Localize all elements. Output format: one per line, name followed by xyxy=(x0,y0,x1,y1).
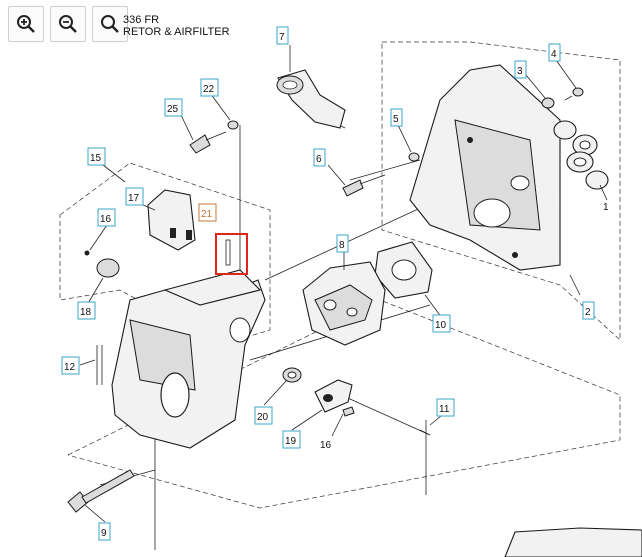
callout-5[interactable]: 5 xyxy=(390,108,403,127)
callout-9[interactable]: 9 xyxy=(98,522,111,541)
svg-text:10: 10 xyxy=(435,320,447,331)
callout-11[interactable]: 11 xyxy=(436,398,455,417)
part-screw-4 xyxy=(564,87,584,101)
svg-text:18: 18 xyxy=(80,307,92,318)
label-16-bottom[interactable]: 16 xyxy=(320,440,332,451)
zoom-out-button[interactable] xyxy=(50,6,86,42)
callout-3[interactable]: 3 xyxy=(514,60,527,79)
part-nut-3 xyxy=(541,97,555,109)
callout-17[interactable]: 17 xyxy=(125,187,144,206)
callout-6[interactable]: 6 xyxy=(313,148,326,167)
part-wire-11 xyxy=(419,420,431,495)
part-washer-22 xyxy=(227,120,239,130)
part-clip-12 xyxy=(96,345,103,385)
callout-16-top[interactable]: 16 xyxy=(97,208,116,227)
svg-text:2: 2 xyxy=(585,307,591,318)
callout-4[interactable]: 4 xyxy=(548,43,561,62)
leader-lines xyxy=(79,45,608,523)
callout-2[interactable]: 2 xyxy=(582,301,595,320)
zoom-out-icon xyxy=(59,15,77,33)
title-line-1: 336 FR xyxy=(123,14,160,26)
svg-text:20: 20 xyxy=(257,412,269,423)
part-gasket-10 xyxy=(374,241,433,299)
callout-25[interactable]: 25 xyxy=(164,98,183,117)
label-1[interactable]: 1 xyxy=(603,202,609,213)
svg-text:16: 16 xyxy=(320,440,332,451)
svg-text:5: 5 xyxy=(393,114,399,125)
svg-text:11: 11 xyxy=(439,404,450,415)
svg-text:21: 21 xyxy=(201,209,213,220)
svg-text:9: 9 xyxy=(101,528,107,539)
title-line-2: RETOR & AIRFILTER xyxy=(123,26,230,38)
zoom-in-button[interactable] xyxy=(8,6,44,42)
svg-text:17: 17 xyxy=(128,193,140,204)
callout-20[interactable]: 20 xyxy=(254,406,273,425)
callout-18[interactable]: 18 xyxy=(77,301,96,320)
part-washer-5 xyxy=(408,152,420,162)
part-airfilter-housing xyxy=(111,269,266,449)
part-21 xyxy=(225,239,231,266)
part-screw-6 xyxy=(342,174,386,197)
svg-text:4: 4 xyxy=(551,49,557,60)
part-rings xyxy=(553,120,609,190)
callout-22[interactable]: 22 xyxy=(200,78,219,97)
svg-text:19: 19 xyxy=(285,436,297,447)
outline-cylinder-group xyxy=(381,41,621,341)
callout-21[interactable]: 21 xyxy=(198,203,217,222)
highlight-part-21 xyxy=(215,233,248,275)
callout-10[interactable]: 10 xyxy=(432,314,451,333)
svg-text:6: 6 xyxy=(316,154,322,165)
svg-text:1: 1 xyxy=(603,202,609,213)
svg-text:3: 3 xyxy=(517,66,523,77)
part-screw-9 xyxy=(67,469,135,513)
part-filter-17 xyxy=(147,189,196,251)
part-grommet-18 xyxy=(96,258,120,278)
part-cover-19 xyxy=(314,379,353,413)
callout-8[interactable]: 8 xyxy=(336,234,349,253)
part-screw-25 xyxy=(189,131,227,154)
svg-text:22: 22 xyxy=(203,84,215,95)
search-button[interactable] xyxy=(92,6,128,42)
part-cylinder-block xyxy=(409,64,561,271)
search-icon xyxy=(101,15,119,33)
svg-text:16: 16 xyxy=(100,214,112,225)
svg-text:8: 8 xyxy=(339,240,345,251)
svg-text:7: 7 xyxy=(279,32,285,43)
svg-text:12: 12 xyxy=(64,362,76,373)
part-carburetor xyxy=(302,261,386,346)
zoom-in-icon xyxy=(17,15,35,33)
callout-15[interactable]: 15 xyxy=(87,147,106,166)
leader-axis-6 xyxy=(349,159,421,181)
svg-text:25: 25 xyxy=(167,104,179,115)
zoom-toolbar xyxy=(8,6,128,42)
part-corner-shape xyxy=(504,527,642,557)
callout-19[interactable]: 19 xyxy=(282,430,301,449)
part-intake-pipe xyxy=(276,69,346,129)
callout-12[interactable]: 12 xyxy=(61,356,80,375)
callout-7[interactable]: 7 xyxy=(276,26,289,45)
part-pin-16 xyxy=(84,250,90,256)
diagram-title: 336 FR RETOR & AIRFILTER xyxy=(123,14,230,38)
svg-text:15: 15 xyxy=(90,153,102,164)
part-screw-16b xyxy=(342,406,355,417)
